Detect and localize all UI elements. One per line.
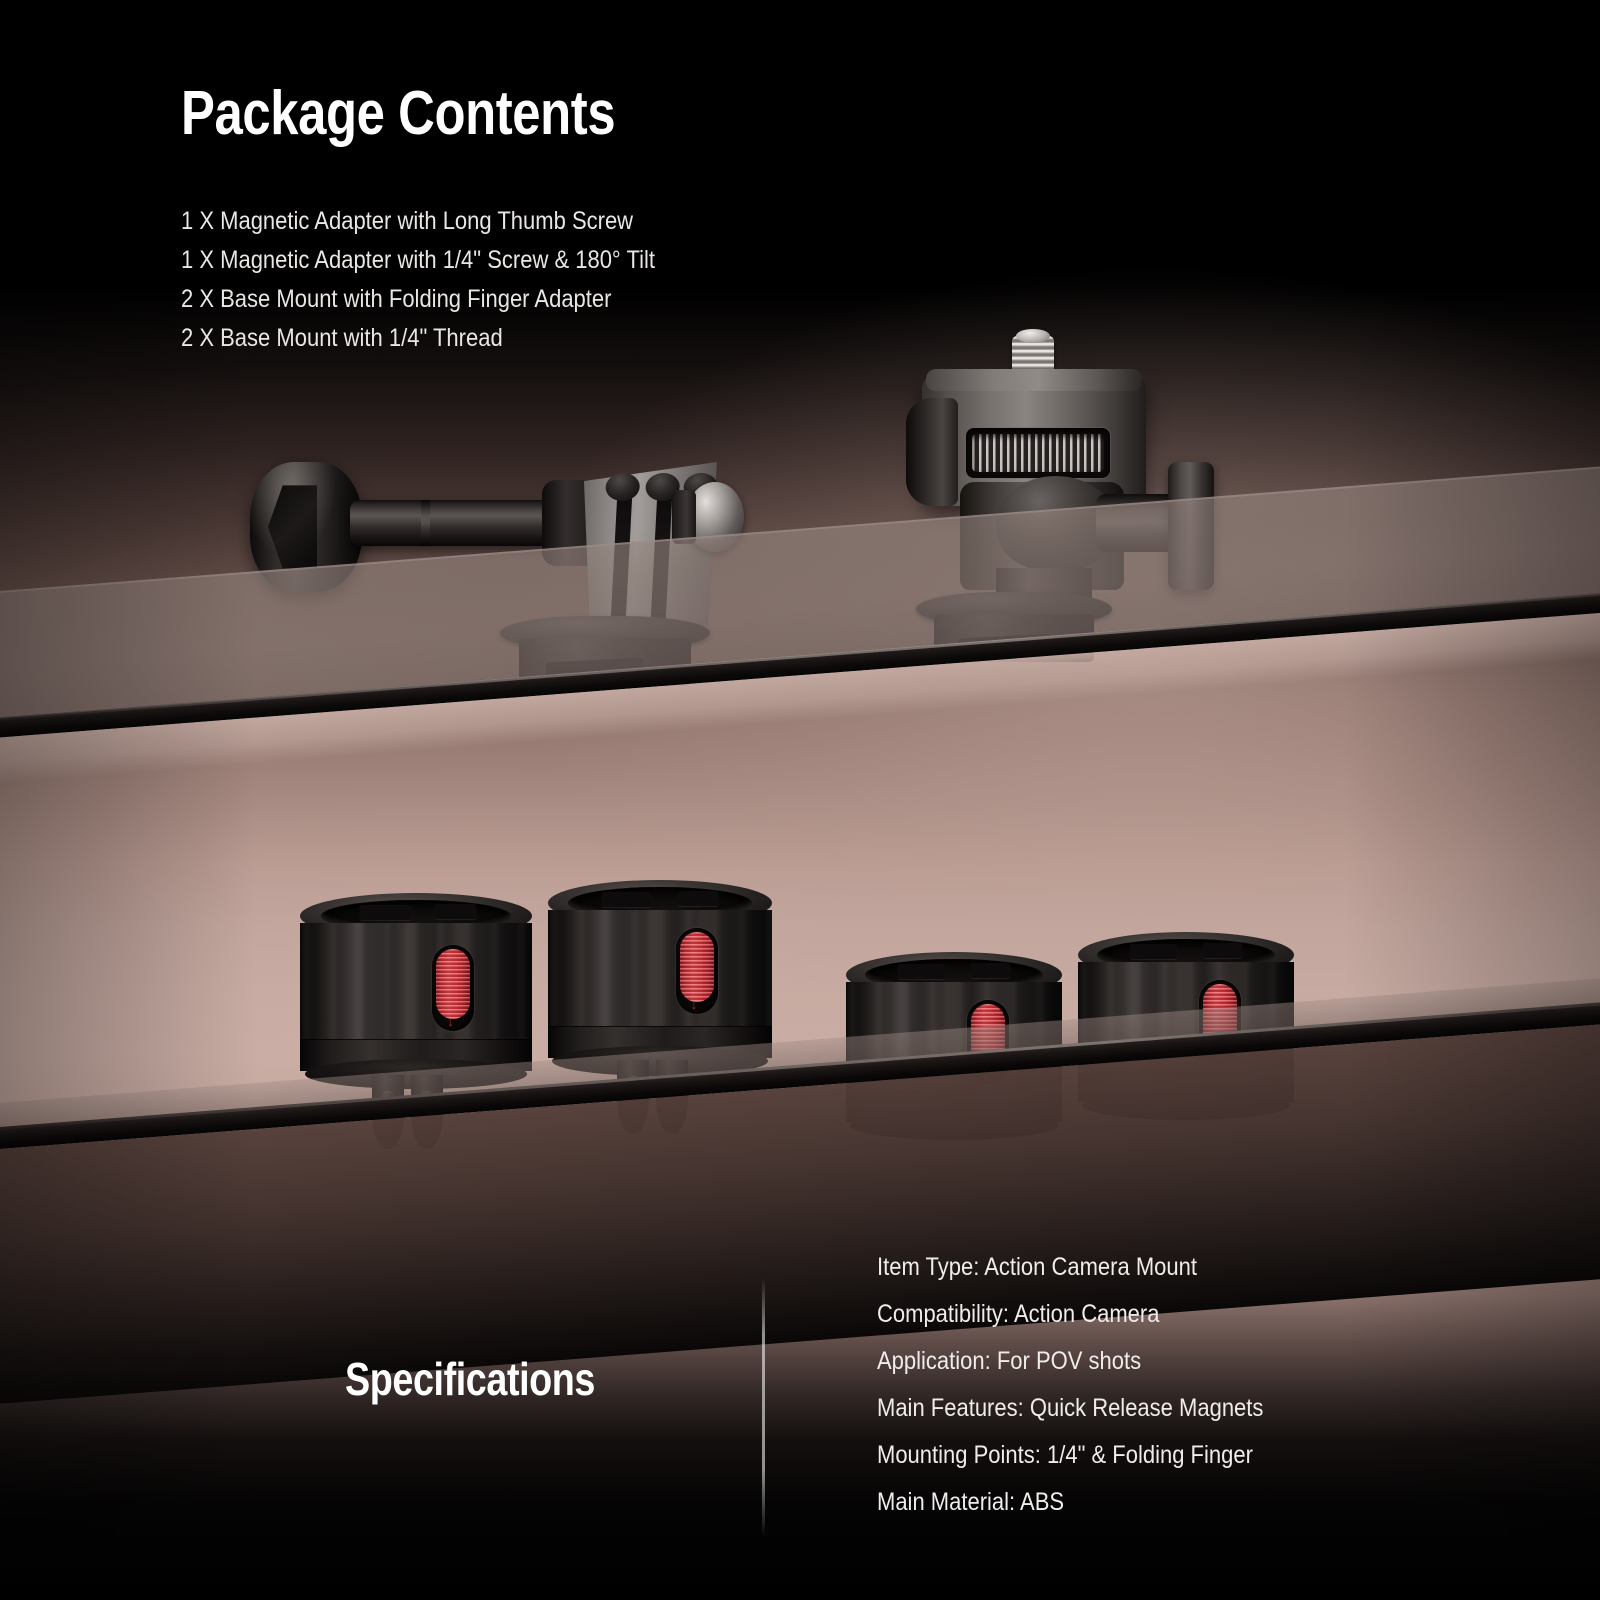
base-inner-tab-left: [897, 964, 946, 979]
package-item-3: 2 X Base Mount with Folding Finger Adapt…: [181, 285, 612, 313]
spec-main-features: Main Features: Quick Release Magnets: [877, 1394, 1264, 1422]
spec-item-type: Item Type: Action Camera Mount: [877, 1253, 1197, 1281]
base-inner-tab-right: [971, 963, 1011, 978]
knurled-adjustment-wheel: [972, 434, 1104, 472]
release-slider-1[interactable]: [436, 949, 471, 1019]
release-arrow-icon: ↓: [691, 998, 698, 1011]
shaft-ring: [421, 500, 431, 546]
base-wall: [300, 923, 532, 1041]
specifications-divider: [762, 1278, 765, 1536]
release-arrow-icon: ↓: [447, 1015, 454, 1028]
screw-tip: [1016, 329, 1050, 343]
adjustment-wheel-window: [966, 428, 1110, 478]
thumb-screw-shaft: [350, 500, 560, 546]
release-slider-well-2[interactable]: ↓: [675, 928, 718, 1014]
page-title: Package Contents: [181, 79, 616, 148]
spec-main-material: Main Material: ABS: [877, 1488, 1065, 1516]
release-slider-2[interactable]: [679, 932, 714, 1002]
fork-pivot-nut: [672, 490, 696, 544]
base-inner-tab-right: [434, 904, 477, 919]
release-slider-ribs: [436, 949, 471, 1019]
base-inner-tab-left: [601, 892, 652, 907]
base-wall: [548, 910, 772, 1028]
base-flutes-shadow: [548, 910, 772, 1028]
specifications-title: Specifications: [345, 1353, 595, 1405]
base-flutes-highlight: [300, 923, 532, 1041]
release-slider-ribs: [679, 932, 714, 1002]
release-slider-well-1[interactable]: ↓: [432, 945, 475, 1031]
package-item-1: 1 X Magnetic Adapter with Long Thumb Scr…: [181, 207, 634, 235]
tilt-head-top-panel: [926, 369, 1142, 391]
package-item-4: 2 X Base Mount with 1/4" Thread: [181, 324, 503, 352]
spec-compatibility: Compatibility: Action Camera: [877, 1300, 1160, 1328]
product-magnetic-adapter-thumb-screw: [250, 440, 770, 670]
base-inner-tab-right: [677, 891, 719, 906]
base-inner-tab-left: [360, 905, 412, 920]
spec-application: Application: For POV shots: [877, 1347, 1142, 1375]
spec-mounting-points: Mounting Points: 1/4" & Folding Finger: [877, 1441, 1253, 1469]
base-mount-folding-finger-2: ↓: [548, 880, 772, 1134]
base-inner-tab-left: [1129, 944, 1178, 959]
base-flutes-highlight: [548, 910, 772, 1028]
base-flutes-shadow: [300, 923, 532, 1041]
base-mount-folding-finger-1: ↓: [300, 893, 532, 1149]
tilt-pivot-left-cap: [906, 398, 958, 506]
base-inner-tab-right: [1203, 943, 1243, 958]
package-item-2: 1 X Magnetic Adapter with 1/4" Screw & 1…: [181, 246, 655, 274]
